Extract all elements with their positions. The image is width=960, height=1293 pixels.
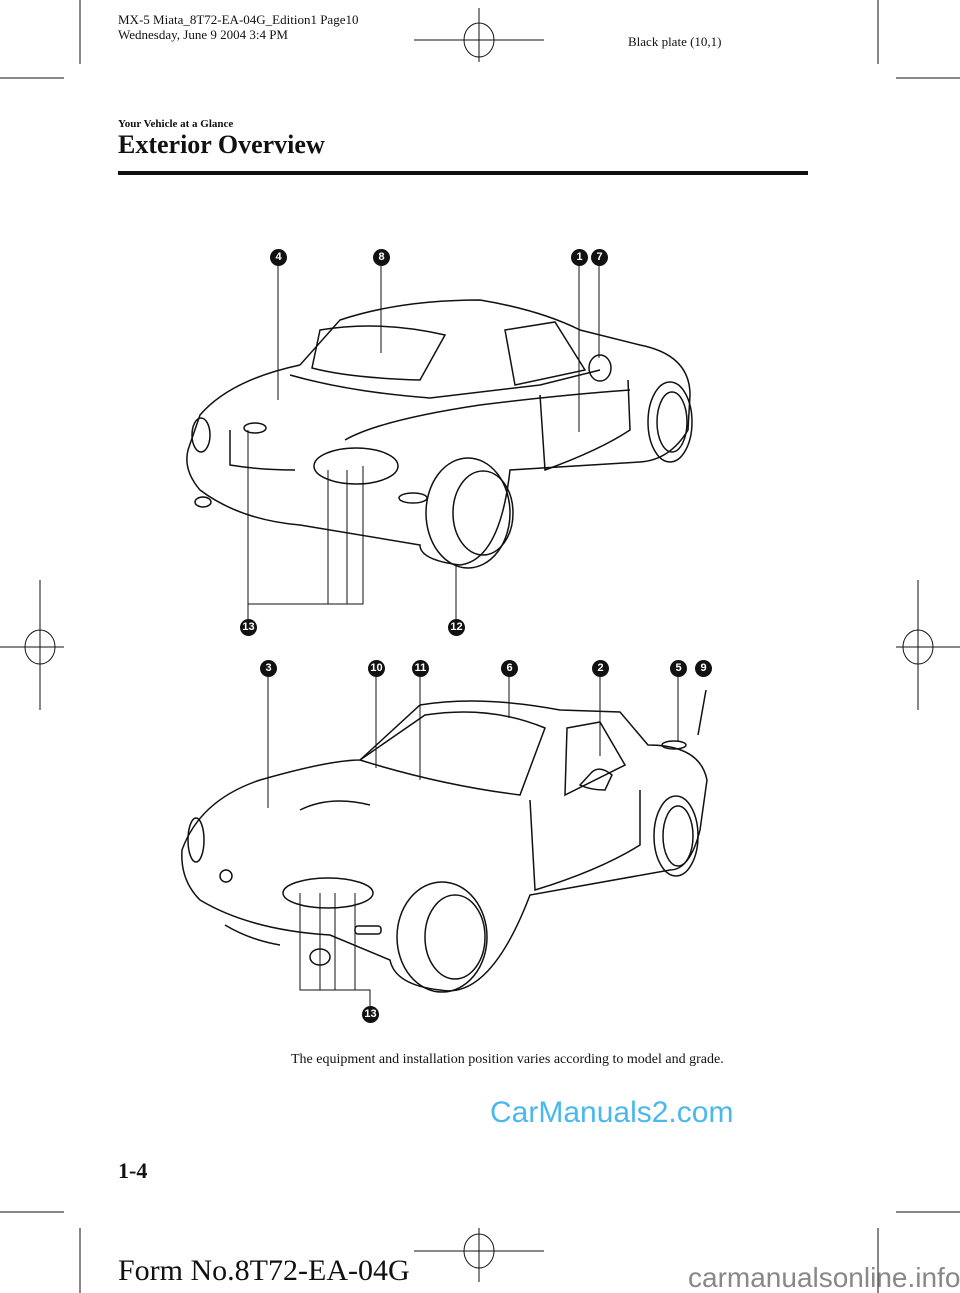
watermark-carmanuals2: CarManuals2.com: [490, 1096, 734, 1129]
callout-11: 11: [412, 660, 429, 677]
front-view-leader-lines: [267, 677, 679, 1006]
callout-3: 3: [260, 660, 277, 677]
front-view-car-illustration: [181, 689, 708, 993]
rear-view-car-illustration: [186, 299, 693, 569]
print-header-line1: MX-5 Miata_8T72-EA-04G_Edition1 Page10: [118, 12, 359, 27]
page-title: Exterior Overview: [118, 130, 325, 159]
callout-8: 8: [373, 249, 390, 266]
watermark-carmanualsonline: carmanualsonline.info: [688, 1262, 960, 1293]
callout-9: 9: [695, 660, 712, 677]
print-header: MX-5 Miata_8T72-EA-04G_Edition1 Page10 W…: [118, 12, 358, 42]
plate-label: Black plate (10,1): [628, 34, 722, 49]
callout-4: 4: [270, 249, 287, 266]
figure-caption: The equipment and installation position …: [291, 1052, 724, 1067]
callout-1: 1: [571, 249, 588, 266]
callout-2: 2: [592, 660, 609, 677]
callout-12: 12: [448, 619, 465, 636]
print-header-line2: Wednesday, June 9 2004 3:4 PM: [118, 27, 288, 42]
callout-13-rear: 13: [240, 619, 257, 636]
callout-10: 10: [368, 660, 385, 677]
title-rule: [118, 171, 808, 175]
callout-6: 6: [501, 660, 518, 677]
callout-7: 7: [591, 249, 608, 266]
page-number: 1-4: [118, 1158, 148, 1183]
rear-view-leader-lines: [247, 266, 600, 619]
form-number: Form No.8T72-EA-04G: [118, 1254, 410, 1287]
section-label: Your Vehicle at a Glance: [118, 118, 234, 130]
callout-13-front: 13: [362, 1006, 379, 1023]
callout-5: 5: [670, 660, 687, 677]
